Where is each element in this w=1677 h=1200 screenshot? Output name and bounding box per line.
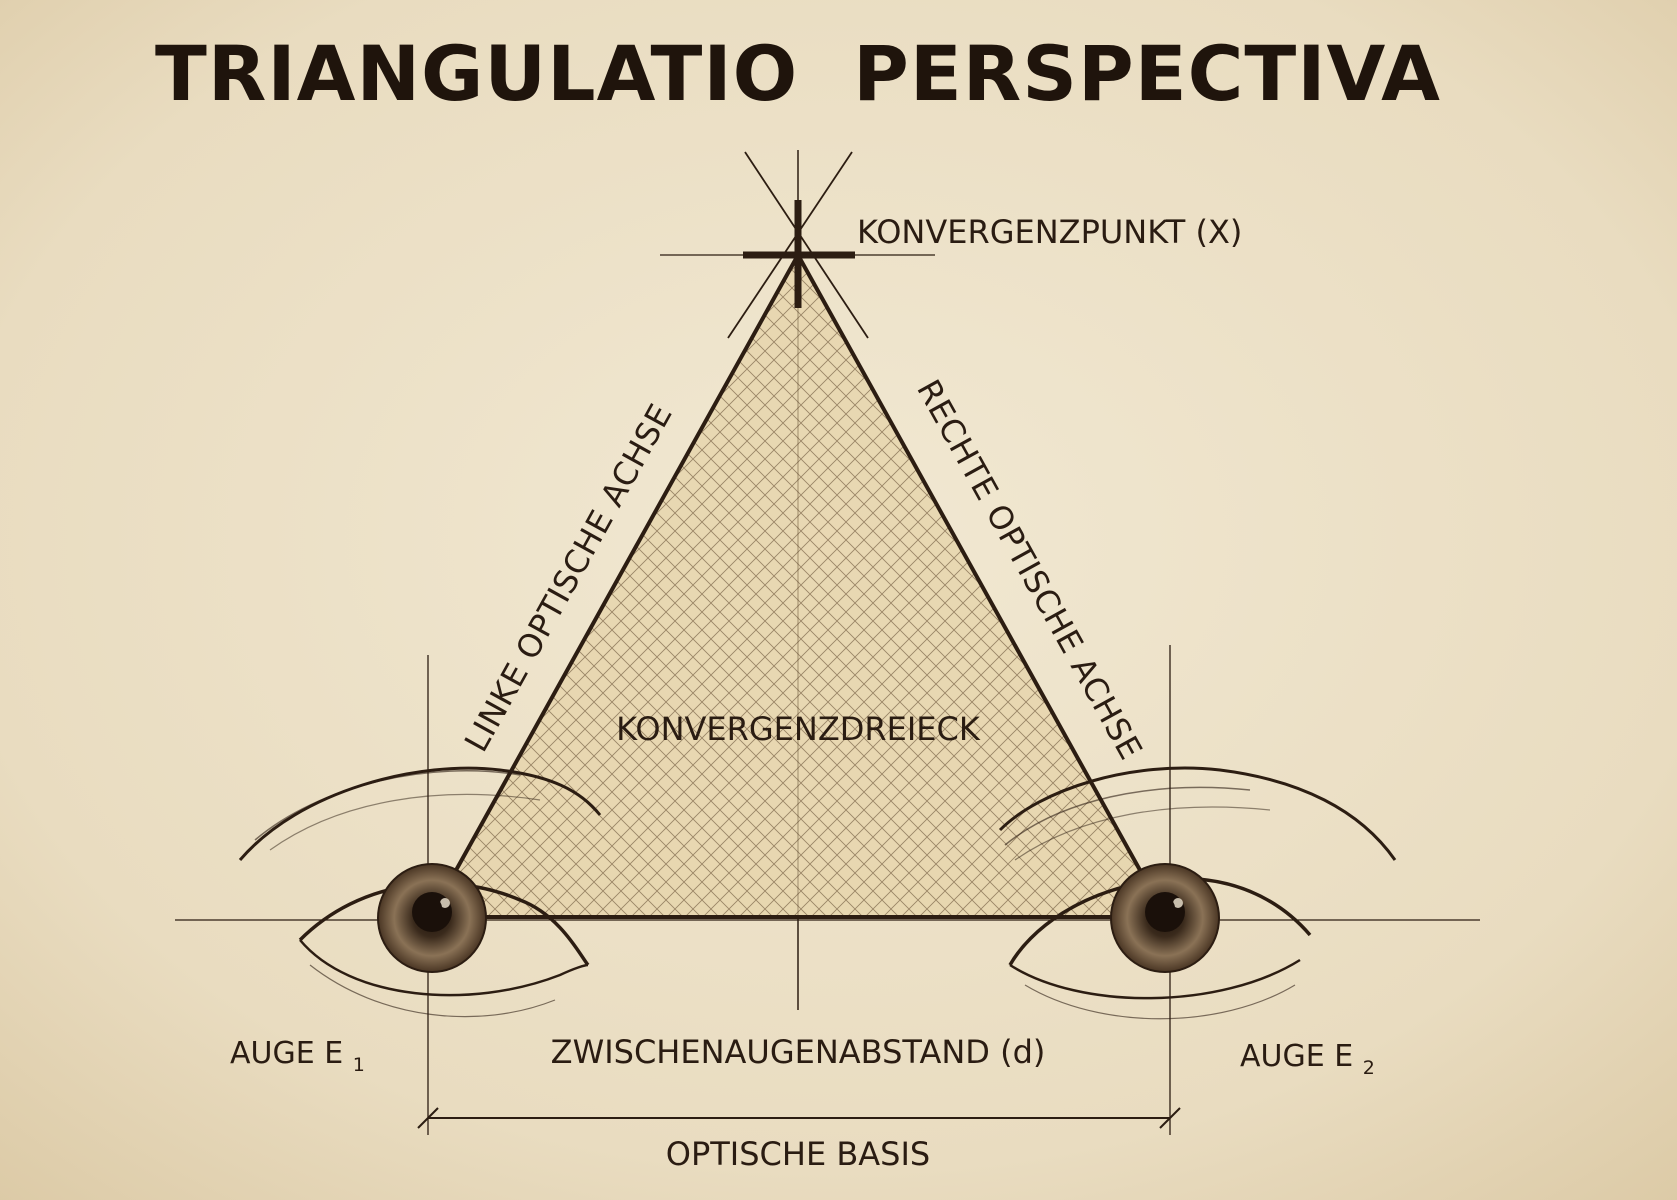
- convergence-triangle-label: KONVERGENZDREIECK: [616, 710, 981, 748]
- eye-center-left: [422, 898, 442, 918]
- optical-base-label: OPTISCHE BASIS: [666, 1135, 930, 1173]
- eye-right-label: AUGE E 2: [1240, 1039, 1375, 1079]
- convergence-triangle-shape: [428, 253, 1168, 919]
- eye-right-label-text: AUGE E: [1240, 1039, 1353, 1074]
- optical-base-dimension: [417, 1107, 1181, 1129]
- diagram-title: TRIANGULATIO PERSPECTIVA: [155, 29, 1441, 118]
- eye-left-label: AUGE E 1: [230, 1036, 365, 1076]
- interocular-distance-label: ZWISCHENAUGENABSTAND (d): [551, 1033, 1046, 1071]
- eye-right-label-sub: 2: [1363, 1057, 1375, 1079]
- eye-center-right: [1155, 898, 1175, 918]
- eye-left-label-sub: 1: [353, 1054, 365, 1076]
- convergence-point-marker: [743, 200, 855, 308]
- eye-left-label-text: AUGE E: [230, 1036, 343, 1071]
- convergence-point-label: KONVERGENZPUNKT (X): [857, 213, 1242, 251]
